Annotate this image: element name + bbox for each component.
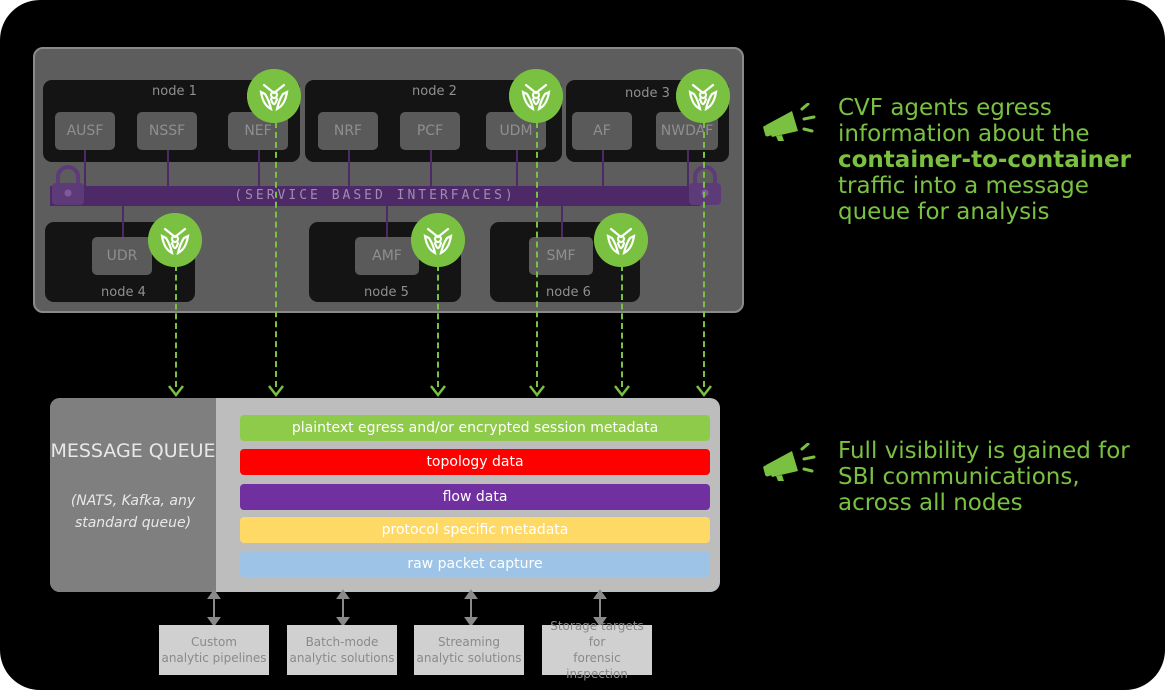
megaphone-icon (763, 103, 816, 141)
consumer-line: analytic pipelines (161, 651, 267, 665)
message-queue-subtitle-line2: standard queue) (74, 515, 192, 531)
consumer-line: Batch-mode (305, 635, 379, 649)
callout-full-visibility: Full visibility is gained for SBI commun… (838, 438, 1130, 516)
nf-smf: SMF (529, 237, 593, 275)
node-1-label: node 1 (152, 84, 197, 99)
cvf-agent-icon (509, 69, 563, 123)
megaphone-icon (763, 443, 816, 481)
callout-line: across all nodes (838, 490, 1023, 516)
cvf-agent-icon (676, 69, 730, 123)
consumer-streaming: Streaming analytic solutions (414, 625, 524, 675)
egress-arrow (275, 122, 277, 387)
consumer-line: analytic solutions (416, 651, 522, 665)
layer-raw-packet-capture: raw packet capture (240, 551, 710, 577)
sbi-label: (SERVICE BASED INTERFACES) (234, 188, 516, 203)
connector (687, 150, 689, 186)
consumer-line: analytic solutions (289, 651, 395, 665)
connector (84, 150, 86, 186)
cvf-agent-icon (594, 213, 648, 267)
cvf-agent-icon (411, 213, 465, 267)
layer-plaintext-egress: plaintext egress and/or encrypted sessio… (240, 415, 710, 441)
message-queue-subtitle: (NATS, Kafka, any standard queue) (50, 490, 216, 534)
cvf-agent-icon (247, 69, 301, 123)
node-5-label: node 5 (364, 285, 409, 300)
callout-line: SBI communications, (838, 464, 1080, 490)
callout-bold-text: container-to-container (838, 147, 1131, 173)
connector (430, 150, 432, 186)
callout-line: CVF agents egress (838, 95, 1052, 121)
node-3-label: node 3 (625, 86, 670, 101)
consumer-arrows (207, 589, 607, 627)
egress-arrow (437, 265, 439, 387)
node-6-label: node 6 (546, 285, 591, 300)
consumer-custom-analytic: Custom analytic pipelines (159, 625, 269, 675)
egress-arrow (621, 265, 623, 387)
nf-af: AF (572, 112, 632, 150)
consumer-batch-mode: Batch-mode analytic solutions (287, 625, 397, 675)
callout-line: Full visibility is gained for (838, 438, 1130, 464)
consumer-line: forensic inspection (566, 651, 628, 681)
nf-pcf: PCF (400, 112, 460, 150)
message-queue-title: MESSAGE QUEUE (50, 440, 216, 462)
nf-udr: UDR (92, 237, 152, 275)
callout-line: traffic into a message (838, 173, 1089, 199)
nf-amf: AMF (355, 237, 419, 275)
connector (167, 150, 169, 186)
consumer-line: Storage targets for (550, 619, 644, 649)
nf-nssf: NSSF (137, 112, 197, 150)
egress-arrow (536, 122, 538, 387)
layer-protocol-metadata: protocol specific metadata (240, 517, 710, 543)
connector (561, 206, 563, 237)
lock-icon (52, 165, 84, 205)
nf-ausf: AUSF (55, 112, 115, 150)
cvf-agent-icon (148, 213, 202, 267)
egress-arrow (175, 265, 177, 387)
node-2-label: node 2 (412, 84, 457, 99)
nf-nrf: NRF (318, 112, 378, 150)
callout-agents-egress: CVF agents egress information about the … (838, 95, 1131, 225)
connector (348, 150, 350, 186)
arrowheads (168, 385, 712, 398)
egress-arrow (703, 122, 705, 387)
callout-line: information about the (838, 121, 1090, 147)
callout-line-bold: container-to-container (838, 147, 1131, 173)
consumer-line: Streaming (438, 635, 500, 649)
message-queue-label-panel (50, 398, 216, 592)
connector (258, 150, 260, 186)
callout-line: queue for analysis (838, 199, 1050, 225)
message-queue-subtitle-line1: (NATS, Kafka, any (70, 493, 196, 509)
layer-topology-data: topology data (240, 449, 710, 475)
connector (602, 150, 604, 186)
node-4-label: node 4 (101, 285, 146, 300)
connector (122, 206, 124, 237)
layer-flow-data: flow data (240, 484, 710, 510)
connector (386, 206, 388, 237)
consumer-line: Custom (191, 635, 237, 649)
connector (516, 150, 518, 186)
